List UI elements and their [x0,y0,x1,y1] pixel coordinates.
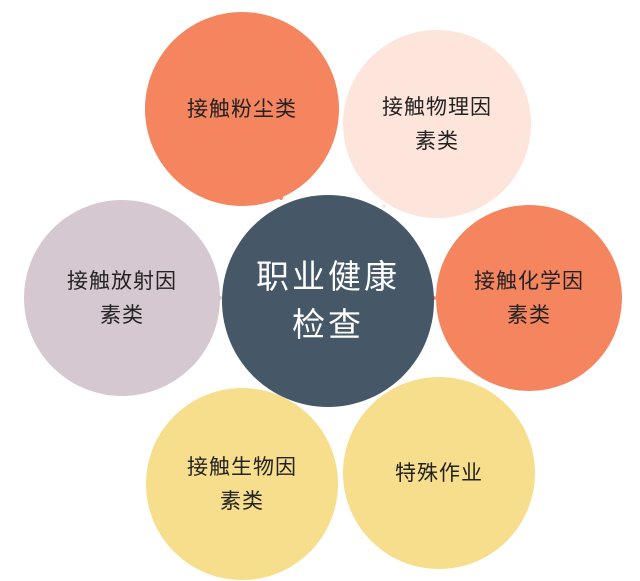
node-bio: 接触生物因 素类 [146,388,338,580]
node-special-line-1: 特殊作业 [395,461,483,485]
connector-physical [382,204,386,208]
node-chemical-line-1: 接触化学因 [474,269,584,293]
center-node-label: 职业健康 检查 [256,253,400,349]
node-dust-line-1: 接触粉尘类 [187,97,297,121]
node-bio-line-1: 接触生物因 [187,455,297,479]
connector-chemical [432,296,436,300]
node-physical-line-2: 素类 [415,129,459,153]
node-chemical: 接触化学因 素类 [436,205,622,391]
connector-radiation [218,296,222,300]
node-physical-label: 接触物理因 素类 [382,90,492,158]
node-bio-line-2: 素类 [220,489,264,513]
center-node: 职业健康 检查 [222,195,434,407]
node-chemical-line-2: 素类 [507,303,551,327]
node-radiation: 接触放射因 素类 [24,200,220,396]
node-radiation-label: 接触放射因 素类 [67,264,177,332]
node-physical: 接触物理因 素类 [343,30,531,218]
center-node-line-1: 职业健康 [256,257,400,296]
node-radiation-line-2: 素类 [100,303,144,327]
center-node-line-2: 检查 [292,305,364,344]
node-special: 特殊作业 [343,377,535,569]
connector-dust [279,196,283,200]
node-special-label: 特殊作业 [395,456,483,490]
node-physical-line-1: 接触物理因 [382,95,492,119]
node-radiation-line-1: 接触放射因 [67,269,177,293]
node-dust-label: 接触粉尘类 [187,92,297,126]
node-dust: 接触粉尘类 [145,12,339,206]
node-chemical-label: 接触化学因 素类 [474,264,584,332]
node-bio-label: 接触生物因 素类 [187,450,297,518]
